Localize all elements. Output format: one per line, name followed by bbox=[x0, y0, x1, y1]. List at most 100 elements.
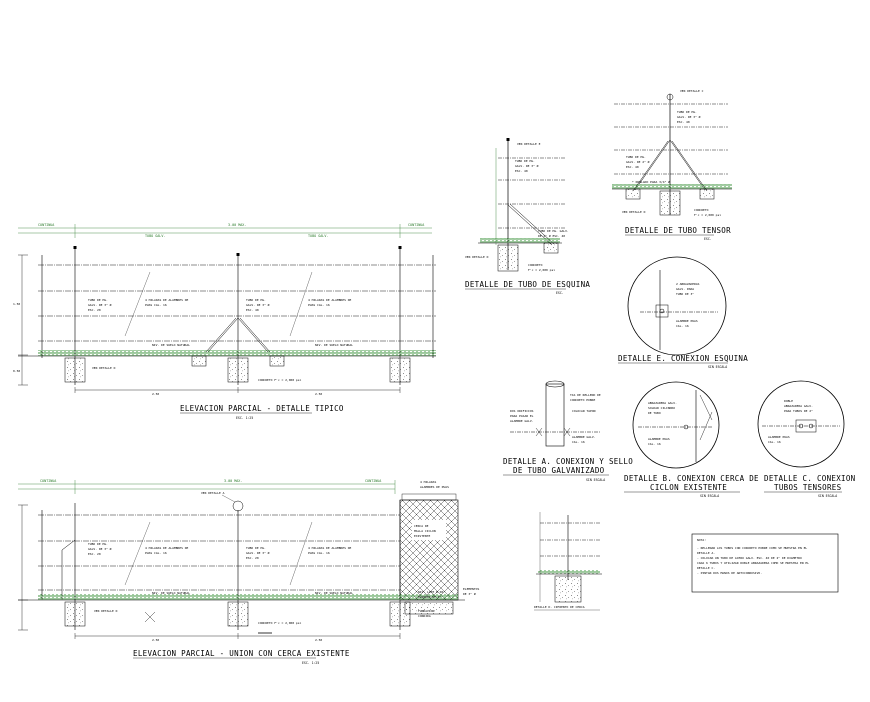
union-label-suelo-2: NIV. DE SUELO NATURAL bbox=[315, 591, 353, 595]
label-fundacion: FUNDACION CORRIDA bbox=[418, 609, 434, 618]
dim-bottom-1: 2.50 bbox=[152, 392, 159, 396]
note-line-2: DETALLE A. bbox=[697, 551, 715, 555]
label-ver-detalle-a: VER DETALLE A bbox=[201, 491, 225, 495]
title-elevation-typical: ELEVACION PARCIAL - DETALLE TIPICO bbox=[180, 404, 344, 413]
drawing-label: * DOBLADO PARA 3/4" Ø bbox=[632, 179, 670, 184]
union-label-alambre-2: 4 HILADAS DE ALAMBRES DE PUAS CAL. 16 bbox=[308, 546, 352, 555]
drawing-label: TUBO DE HG. bbox=[515, 159, 535, 163]
title-detail-e: DETALLE E. CONEXION ESQUINA bbox=[618, 354, 748, 363]
drawing-label: PARA PASAR EL bbox=[510, 414, 534, 418]
drawing-label: 4 HILADAS bbox=[420, 480, 436, 484]
drawing-label: CERCA DE bbox=[414, 524, 429, 528]
title-detail-a-2: DE TUBO GALVANIZADO bbox=[513, 466, 605, 475]
union-footings bbox=[64, 601, 454, 627]
drawing-label: MALLA CICLON bbox=[414, 529, 436, 533]
drawing-label: BLOQUES DE 6" bbox=[418, 595, 442, 599]
title-detail-c-2: TUBOS TENSORES bbox=[774, 483, 842, 492]
union-leaders bbox=[124, 521, 313, 586]
label-suelo-1: NIV. DE SUELO NATURAL bbox=[152, 343, 190, 347]
height-2: 0.50 bbox=[13, 369, 20, 373]
drawing-label: PUAS CAL. 16 bbox=[145, 551, 167, 555]
bracing bbox=[205, 317, 271, 353]
label-hiladas: 4 HILADAS ALAMBRES DE PUAS bbox=[420, 480, 449, 489]
notes-heading: NOTA: bbox=[697, 538, 706, 542]
dim-tubo-left: TUBO GALV. bbox=[145, 234, 165, 238]
label-bloques: NIV. LOTE 0.00 BLOQUES DE 6" bbox=[418, 590, 443, 599]
label-alambre-1: 4 HILADAS DE ALAMBRES DE PUAS CAL. 16 bbox=[145, 298, 189, 307]
title-detail-c-1: DETALLE C. CONEXION bbox=[764, 474, 856, 483]
post-caps bbox=[73, 246, 402, 256]
drawing-label: TUBO DE HG. bbox=[88, 542, 108, 546]
drawing-label: CONCRETO POBRE bbox=[570, 398, 595, 402]
union-dim-continua-left: CONTINUA bbox=[40, 479, 56, 483]
dim-max: 3.00 MAX. bbox=[228, 223, 246, 227]
drawing-label: PUAS CAL. 16 bbox=[308, 551, 330, 555]
drawing-label: ESC. 40 bbox=[246, 308, 259, 312]
dim-bottom-2: 2.50 bbox=[315, 392, 322, 396]
drawing-label: 4 HILADAS DE ALAMBRES DE bbox=[308, 298, 352, 302]
drawing-label: TUBO DE HG. bbox=[88, 298, 108, 302]
title-detail-b-2: CICLON EXISTENTE bbox=[650, 483, 727, 492]
title-detail-d: DETALLE D. CIMIENTO DE CERCA bbox=[534, 605, 585, 609]
detail-e-corner: 2 ABRAZADERAS GALV. PARA TUBO DE 3" ALAM… bbox=[618, 256, 748, 369]
footings bbox=[64, 355, 411, 383]
union-dim-bottom-2: 2.50 bbox=[315, 638, 322, 642]
dimension-chain-top bbox=[18, 224, 432, 238]
scale-elevation-typical: ESC. 1:25 bbox=[236, 416, 253, 420]
title-detail-a-1: DETALLE A. CONEXION Y SELLO bbox=[503, 457, 633, 466]
corner-ver-detalle-e: VER DETALLE E bbox=[517, 142, 541, 146]
drawing-label: ALAMBRE GALV. bbox=[572, 435, 596, 439]
note-line-3: - COLOCAR UN TUBO DE ACERO GALV. ESC. 40… bbox=[697, 556, 802, 560]
label-ver-detalle-d: VER DETALLE D bbox=[92, 366, 116, 370]
label-suelo-2: NIV. DE SUELO NATURAL bbox=[315, 343, 353, 347]
drawing-label: ABRAZADERA GALV. bbox=[648, 401, 677, 405]
label-ciclon: CERCA DE MALLA CICLON EXISTENTE bbox=[412, 520, 446, 540]
note-line-4: CADA 6 TUBOS Y UTILIZAR DOBLE ABRAZADERA… bbox=[697, 561, 809, 565]
drawing-label: GALV. DE 3" Ø bbox=[246, 302, 270, 307]
dim-tubo-right: TUBO GALV. bbox=[308, 234, 328, 238]
drawing-label: CAL. 16 bbox=[768, 440, 781, 444]
union-dimension-top bbox=[18, 480, 396, 494]
tensor-ver-detalle-d: VER DETALLE D bbox=[622, 210, 646, 214]
detail-a-seal: TAS DE RELLENO DE CONCRETO POBRE DOS ORI… bbox=[503, 380, 633, 482]
drawing-label: 4 HILADAS DE ALAMBRES DE bbox=[145, 298, 189, 302]
detail-d-foundation: DETALLE D. CIMIENTO DE CERCA bbox=[534, 512, 602, 611]
drawing-label: ALAMBRE GALV. bbox=[510, 419, 534, 423]
label-elementos: ELEMENTOS DE 3" Ø bbox=[463, 587, 479, 596]
drawing-label: ESC. 40 bbox=[677, 120, 690, 124]
ground-grass bbox=[38, 350, 436, 356]
drawing-label: ELEMENTOS bbox=[463, 587, 479, 591]
drawing-label: GALV. DE 3" Ø bbox=[515, 163, 539, 168]
drawing-label: 4 HILADAS DE ALAMBRES DE bbox=[308, 546, 352, 550]
union-barbed-wires bbox=[38, 514, 400, 591]
note-line-1: - RELLENAR LOS TUBOS CON CONCRETO POBRE … bbox=[697, 546, 807, 550]
title-elevation-union: ELEVACION PARCIAL - UNION CON CERCA EXIS… bbox=[133, 649, 350, 658]
drawing-label: TAS DE RELLENO DE bbox=[570, 393, 601, 397]
detail-tensor-post: VER DETALLE C TUBO DE HG. GALV. DE 3" Ø … bbox=[612, 89, 732, 241]
drawing-label: ESC. bbox=[704, 237, 712, 241]
note-line-5: DETALLE C. bbox=[697, 566, 715, 570]
union-label-tubo-1: TUBO DE HG. GALV. DE 3" Ø ESC. 20 bbox=[88, 542, 112, 556]
corner-ver-detalle-d: VER DETALLE D bbox=[465, 255, 489, 259]
drawing-label: GALV. PARA bbox=[676, 287, 694, 291]
note-line-6: - PINTAR DOS MANOS DE ANTICORROSIVO. bbox=[697, 571, 762, 575]
chain-link-panel bbox=[399, 499, 459, 601]
drawing-label: DE 3" Ø bbox=[463, 591, 476, 596]
drawing-label: F'c = 2,000 psi bbox=[694, 213, 721, 217]
dim-continua-right: CONTINUA bbox=[408, 223, 424, 227]
union-label-tubo-2: TUBO DE HG. GALV. DE 3" Ø ESC. 20 bbox=[246, 546, 270, 560]
label-tubo-1: TUBO DE HG. GALV. DE 3" Ø ESC. 20 bbox=[88, 298, 112, 312]
drawing-label: CAL. 16 bbox=[676, 324, 689, 328]
detail-c-tensor: DOBLE ABRAZADERA GALV. PARA TUBOS DE 2" … bbox=[757, 380, 856, 498]
drawing-label: NIV. LOTE 0.00 bbox=[418, 590, 443, 594]
drawing-label: SIN ESCALA bbox=[700, 494, 719, 498]
tensor-ver-detalle-c: VER DETALLE C bbox=[680, 89, 704, 93]
removal-mark bbox=[144, 611, 156, 623]
drawing-label: ALAMBRE PUAS bbox=[676, 319, 698, 323]
title-corner-post: DETALLE DE TUBO DE ESQUINA bbox=[465, 280, 590, 289]
drawing-label: GALV. DE 3" Ø bbox=[246, 550, 270, 555]
drawing-label: CONCRETO bbox=[694, 208, 709, 212]
drawing-label: SIN ESCALA bbox=[708, 365, 727, 369]
drawing-label: GALV. DE 3" Ø bbox=[677, 114, 701, 119]
